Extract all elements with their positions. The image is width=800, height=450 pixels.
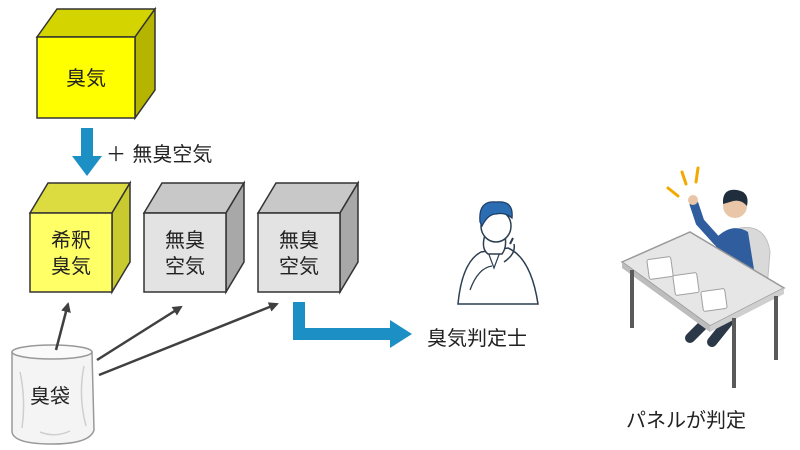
bag-label: 臭袋 [30, 384, 70, 408]
odorless-air-cube-1 [142, 180, 246, 295]
panel-judging-scene [620, 166, 786, 388]
diluted-label-line1: 希釈 [51, 227, 91, 252]
odorless-air-cube-2-label: 無臭 空気 [258, 213, 340, 292]
panel-judging-label: パネルが判定 [626, 408, 746, 432]
odorless-air-cube-2 [256, 180, 360, 295]
diluted-odor-cube [28, 180, 132, 295]
diluted-label-line2: 臭気 [51, 253, 91, 278]
add-odorless-air-label: ＋ 無臭空気 [106, 142, 213, 166]
odor-cube-label: 臭気 [37, 37, 135, 118]
bag-to-cube-arrows [54, 302, 279, 377]
diluted-odor-cube-label: 希釈 臭気 [30, 213, 112, 292]
odorless1-label-line1: 無臭 [165, 227, 205, 252]
odorless2-label-line1: 無臭 [279, 227, 319, 252]
odorless-air-cube-1-label: 無臭 空気 [144, 213, 226, 292]
odor-judge-person-icon [457, 201, 539, 305]
to-judge-arrow [293, 302, 412, 348]
odor-judge-label: 臭気判定士 [427, 326, 527, 350]
dilution-down-arrow [72, 128, 102, 176]
odorless2-label-line2: 空気 [279, 253, 319, 278]
bag-icon [11, 344, 95, 445]
odorless1-label-line2: 空気 [165, 253, 205, 278]
odor-cube [35, 6, 157, 121]
odor-label: 臭気 [66, 65, 106, 90]
